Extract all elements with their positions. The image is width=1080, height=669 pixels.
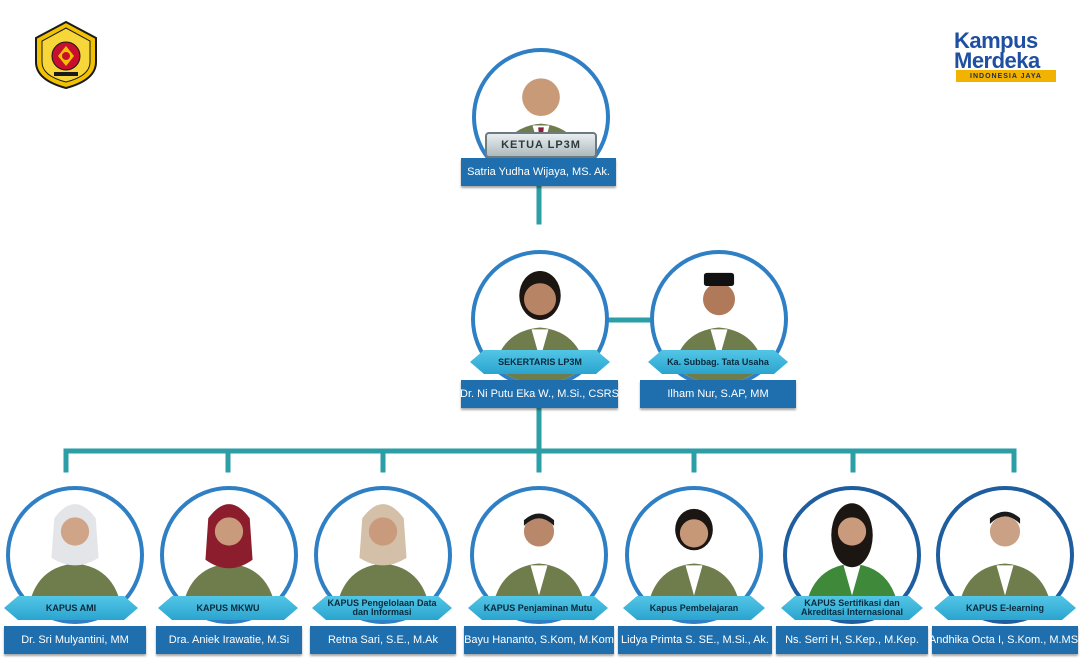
kampus-merdeka-tagline: INDONESIA JAYA bbox=[956, 70, 1056, 82]
kapus-pembelajaran-name: Lidya Primta S. SE., M.Si., Ak. bbox=[618, 626, 772, 654]
kapus-pembelajaran-role: Kapus Pembelajaran bbox=[623, 596, 765, 620]
kapus-ami-role: KAPUS AMI bbox=[4, 596, 138, 620]
kapus-pdi-role: KAPUS Pengelolaan Data dan Informasi bbox=[312, 596, 452, 620]
kapus-ami-name: Dr. Sri Mulyantini, MM bbox=[4, 626, 146, 654]
kapus-mkwu-name: Dra. Aniek Irawatie, M.Si bbox=[156, 626, 302, 654]
kapus-sertifikasi-name: Ns. Serri H, S.Kep., M.Kep. bbox=[776, 626, 928, 654]
secretary-name: Dr. Ni Putu Eka W., M.Si., CSRS bbox=[460, 380, 619, 408]
kapus-elearning-name: Andhika Octa I, S.Kom., M.MSI bbox=[929, 626, 1080, 654]
kapus-sertifikasi-role: KAPUS Sertifikasi dan Akreditasi Interna… bbox=[781, 596, 923, 620]
head-title-plate: KETUA LP3M bbox=[485, 132, 597, 158]
kapus-mkwu-role: KAPUS MKWU bbox=[158, 596, 298, 620]
kampus-merdeka-logo: Kampus Merdeka INDONESIA JAYA bbox=[952, 28, 1058, 84]
head-name: Satria Yudha Wijaya, MS. Ak. bbox=[461, 158, 616, 186]
kampus-merdeka-line2: Merdeka bbox=[954, 48, 1040, 73]
kampus-merdeka-line1: Kampus bbox=[954, 28, 1038, 53]
admin-role: Ka. Subbag. Tata Usaha bbox=[648, 350, 788, 374]
university-logo bbox=[32, 20, 100, 90]
kapus-pdi-name: Retna Sari, S.E., M.Ak bbox=[310, 626, 456, 654]
admin-name: Ilham Nur, S.AP, MM bbox=[640, 380, 796, 408]
university-seal-icon bbox=[35, 20, 97, 90]
kapus-pm-photo-ring bbox=[470, 486, 608, 624]
kapus-elearning-role: KAPUS E-learning bbox=[934, 596, 1076, 620]
kapus-pm-name: Bayu Hananto, S.Kom, M.Kom bbox=[464, 626, 614, 654]
secretary-role: SEKERTARIS LP3M bbox=[470, 350, 610, 374]
kapus-pm-role: KAPUS Penjaminan Mutu bbox=[468, 596, 608, 620]
